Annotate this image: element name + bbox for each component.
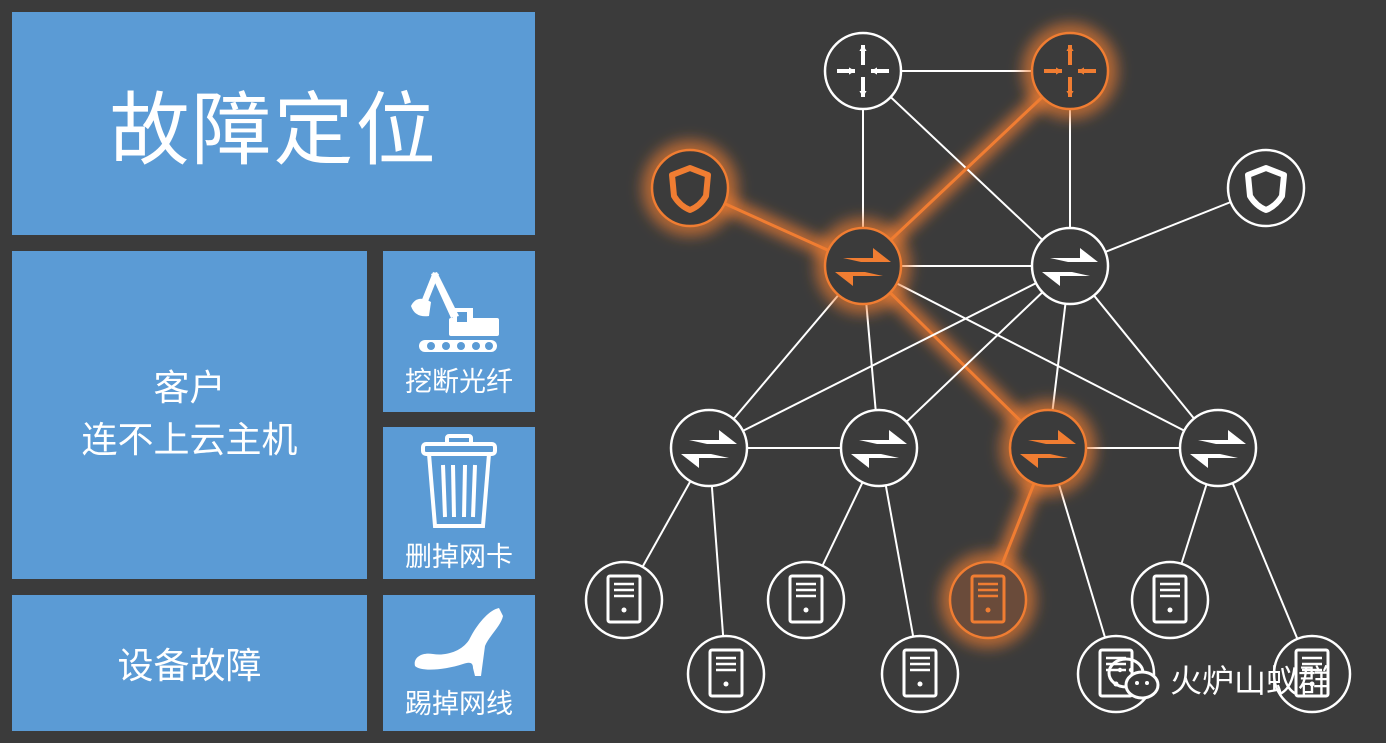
delete-nic-tile: 删掉网卡	[383, 427, 535, 579]
watermark: 火炉山蚁群	[1106, 655, 1330, 703]
server-7-node	[1130, 560, 1210, 640]
server-icon	[902, 648, 938, 698]
firewall-icon	[1245, 165, 1287, 213]
switch-icon	[681, 430, 737, 468]
high-heel-icon	[414, 607, 503, 676]
access-switch-1-node	[669, 408, 749, 488]
network-link	[1217, 447, 1313, 675]
symptom-line-2: 连不上云主机	[81, 420, 298, 461]
kick-cable-label: 踢掉网线	[405, 688, 513, 720]
wechat-icon	[1107, 657, 1160, 700]
server-icon	[970, 574, 1006, 624]
server-icon	[1152, 574, 1188, 624]
device-fault-label: 设备故障	[117, 646, 262, 687]
core-switch-1-node	[815, 218, 911, 314]
router-icon	[837, 45, 889, 97]
switch-icon	[835, 248, 891, 286]
switch-icon	[1190, 430, 1246, 468]
network-link	[708, 265, 1071, 449]
watermark-text: 火炉山蚁群	[1170, 662, 1331, 700]
core-switch-2-node	[1030, 226, 1110, 306]
switch-icon	[1020, 430, 1076, 468]
kick-cable-tile: 踢掉网线	[383, 595, 535, 731]
cut-fiber-tile: 挖断光纤	[383, 251, 535, 412]
server-5-node	[940, 552, 1036, 648]
network-link	[878, 265, 1071, 449]
device-fault-tile: 设备故障	[12, 595, 367, 731]
network-diagram	[584, 23, 1352, 714]
server-icon	[1294, 648, 1330, 698]
server-icon	[606, 574, 642, 624]
symptom-tile: 客户 连不上云主机	[12, 251, 367, 579]
network-link	[862, 265, 1219, 449]
router-icon	[1044, 45, 1096, 97]
trash-can-icon	[421, 433, 497, 528]
server-4-node	[880, 634, 960, 714]
server-8-node	[1272, 634, 1352, 714]
firewall-icon	[669, 165, 711, 213]
symptom-line-1: 客户	[153, 368, 226, 409]
switch-icon	[1042, 248, 1098, 286]
server-1-node	[584, 560, 664, 640]
access-switch-3-node	[1000, 400, 1096, 496]
title-tile: 故障定位	[12, 12, 535, 235]
server-icon	[708, 648, 744, 698]
server-2-node	[686, 634, 766, 714]
excavator-icon	[411, 272, 499, 352]
firewall-2-node	[1226, 148, 1306, 228]
router-1-node	[823, 31, 903, 111]
cut-fiber-label: 挖断光纤	[405, 367, 513, 398]
access-switch-2-node	[839, 408, 919, 488]
server-icon	[788, 574, 824, 624]
switch-icon	[851, 430, 907, 468]
page-title: 故障定位	[109, 83, 438, 177]
server-3-node	[766, 560, 846, 640]
firewall-1-node	[642, 140, 738, 236]
access-switch-4-node	[1178, 408, 1258, 488]
delete-nic-label: 删掉网卡	[405, 541, 513, 573]
router-2-node	[1022, 23, 1118, 119]
